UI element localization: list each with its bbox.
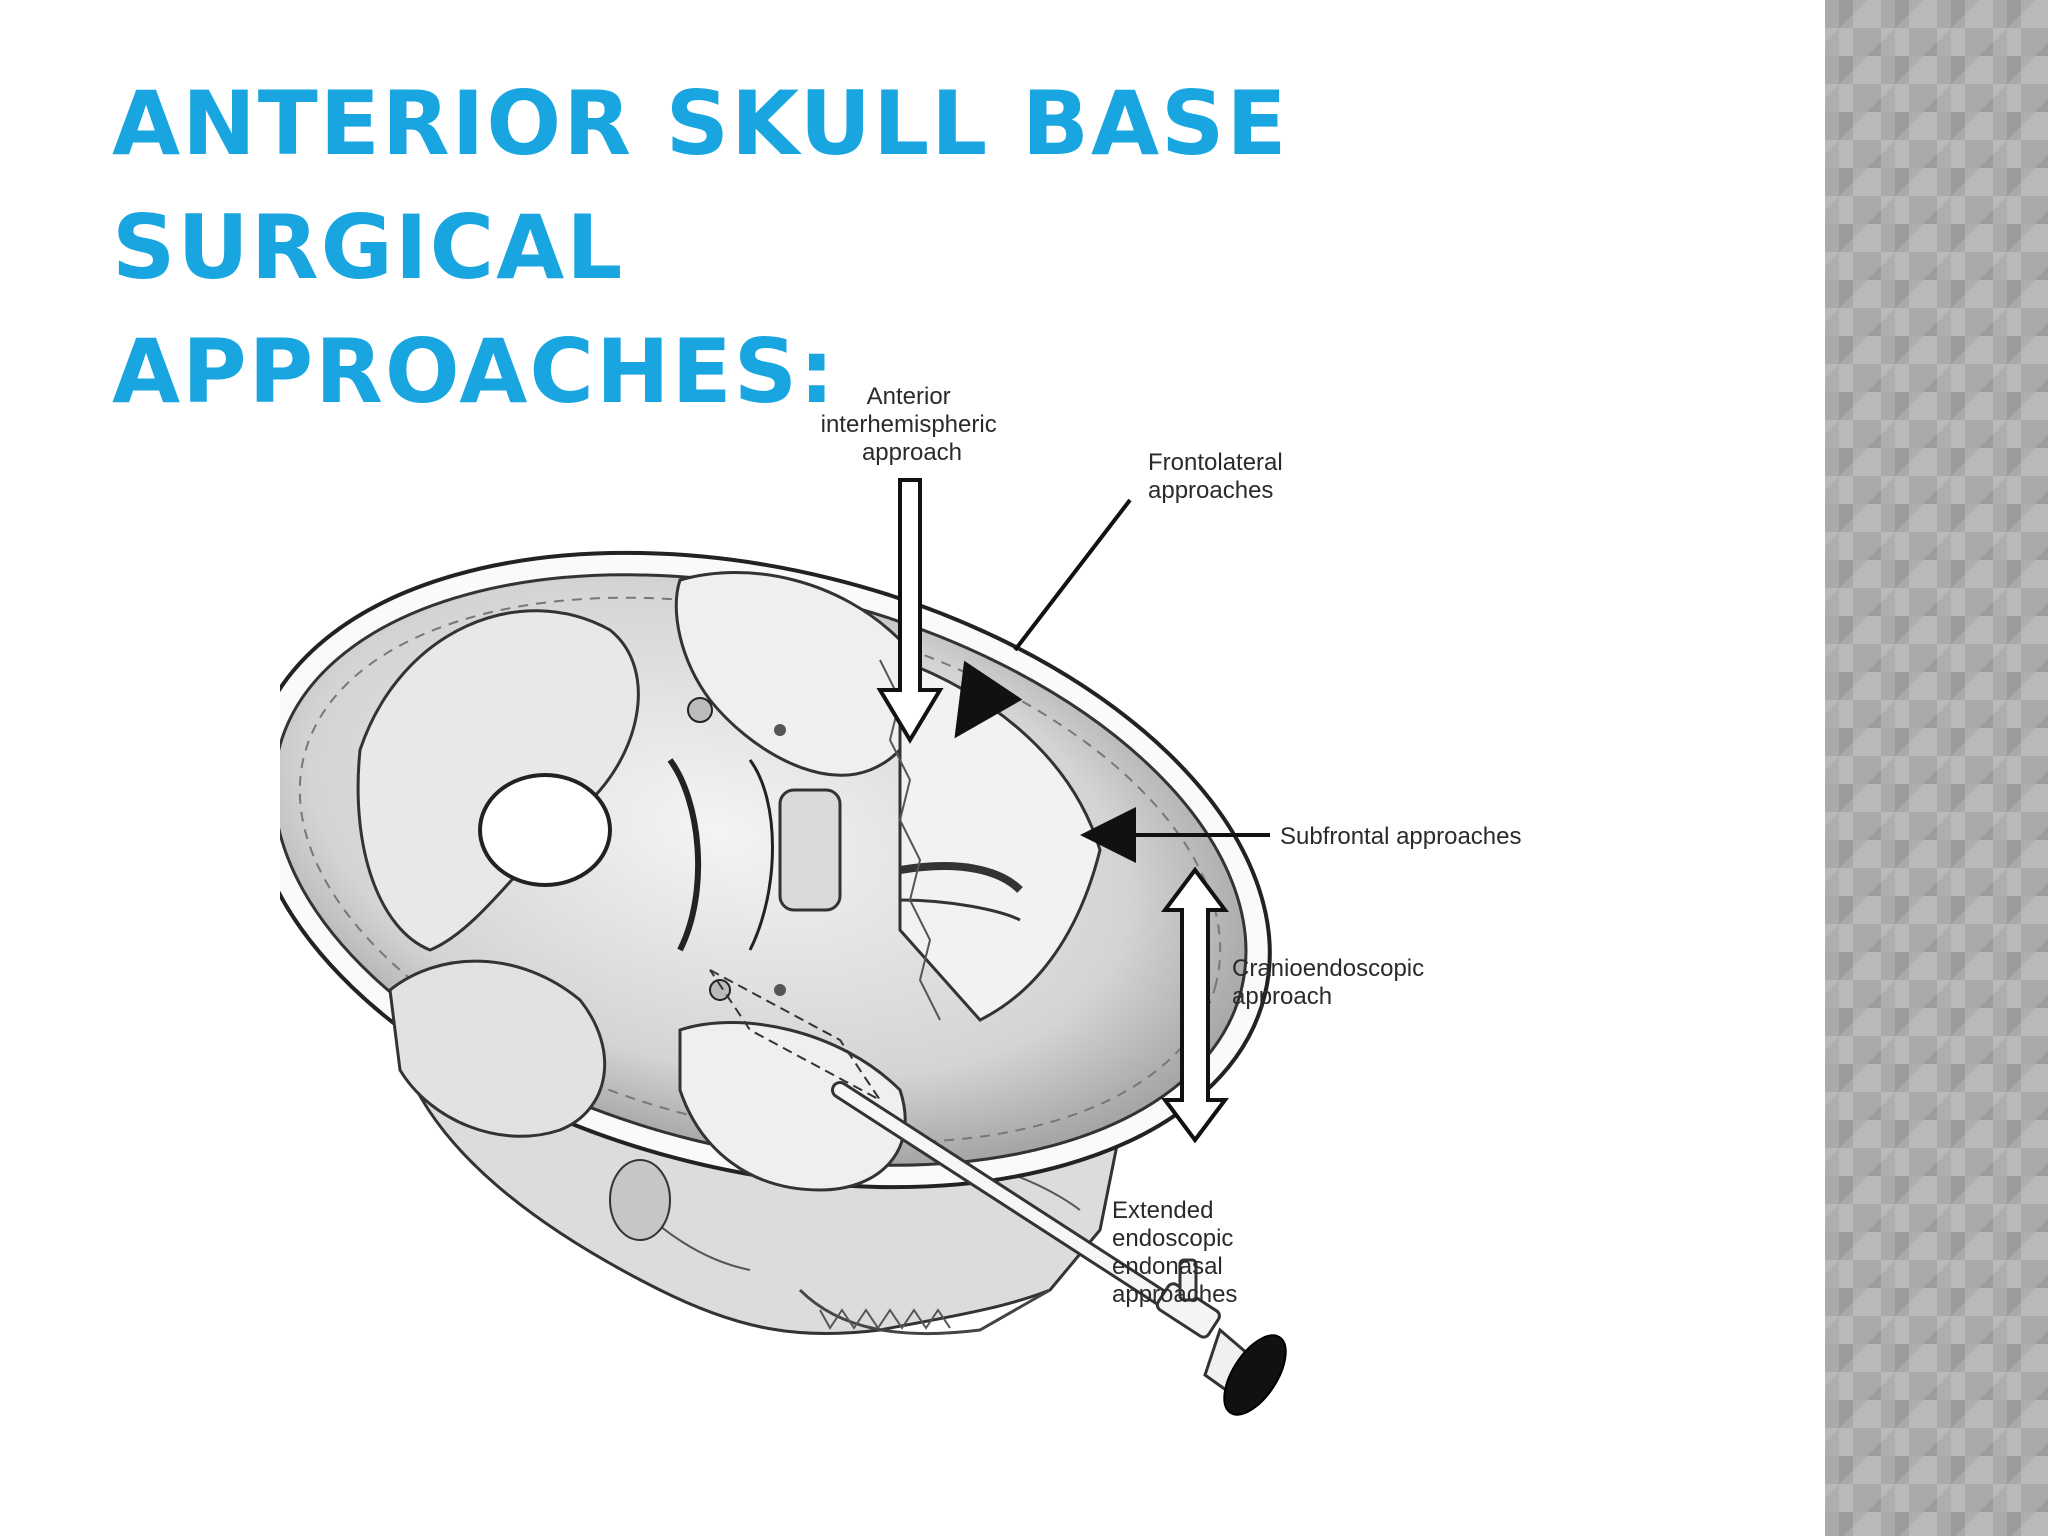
label-subfrontal: Subfrontal approaches: [1280, 823, 1522, 850]
endoscope: [831, 1081, 1287, 1416]
slide-title: ANTERIOR SKULL BASE SURGICAL APPROACHES:: [112, 62, 1792, 434]
title-line-1: ANTERIOR SKULL BASE SURGICAL: [112, 72, 1289, 299]
approach-arrows: [876, 478, 1270, 1144]
label-cranioendoscopic: Cranioendoscopic approach: [1232, 955, 1431, 1010]
cranial-fossae: [356, 571, 1102, 1192]
cranioendoscopic-port: [709, 969, 881, 1101]
label-anterior-interhemispheric: Anterior interhemispheric approach: [821, 383, 1004, 466]
decorative-side-band: [1825, 0, 2048, 1536]
title-line-2: APPROACHES:: [112, 320, 837, 423]
label-extended-endonasal: Extended endoscopic endonasal approaches: [1112, 1197, 1240, 1308]
cranioendoscopic-arrow: [1161, 866, 1229, 1144]
label-frontolateral: Frontolateral approaches: [1148, 449, 1289, 504]
interhemispheric-arrow: [876, 478, 944, 744]
figure-labels: Anterior interhemispheric approach Front…: [821, 383, 1522, 1308]
skull-base-illustration: Anterior interhemispheric approach Front…: [280, 330, 1660, 1490]
frontolateral-pointer: [1013, 498, 1132, 652]
